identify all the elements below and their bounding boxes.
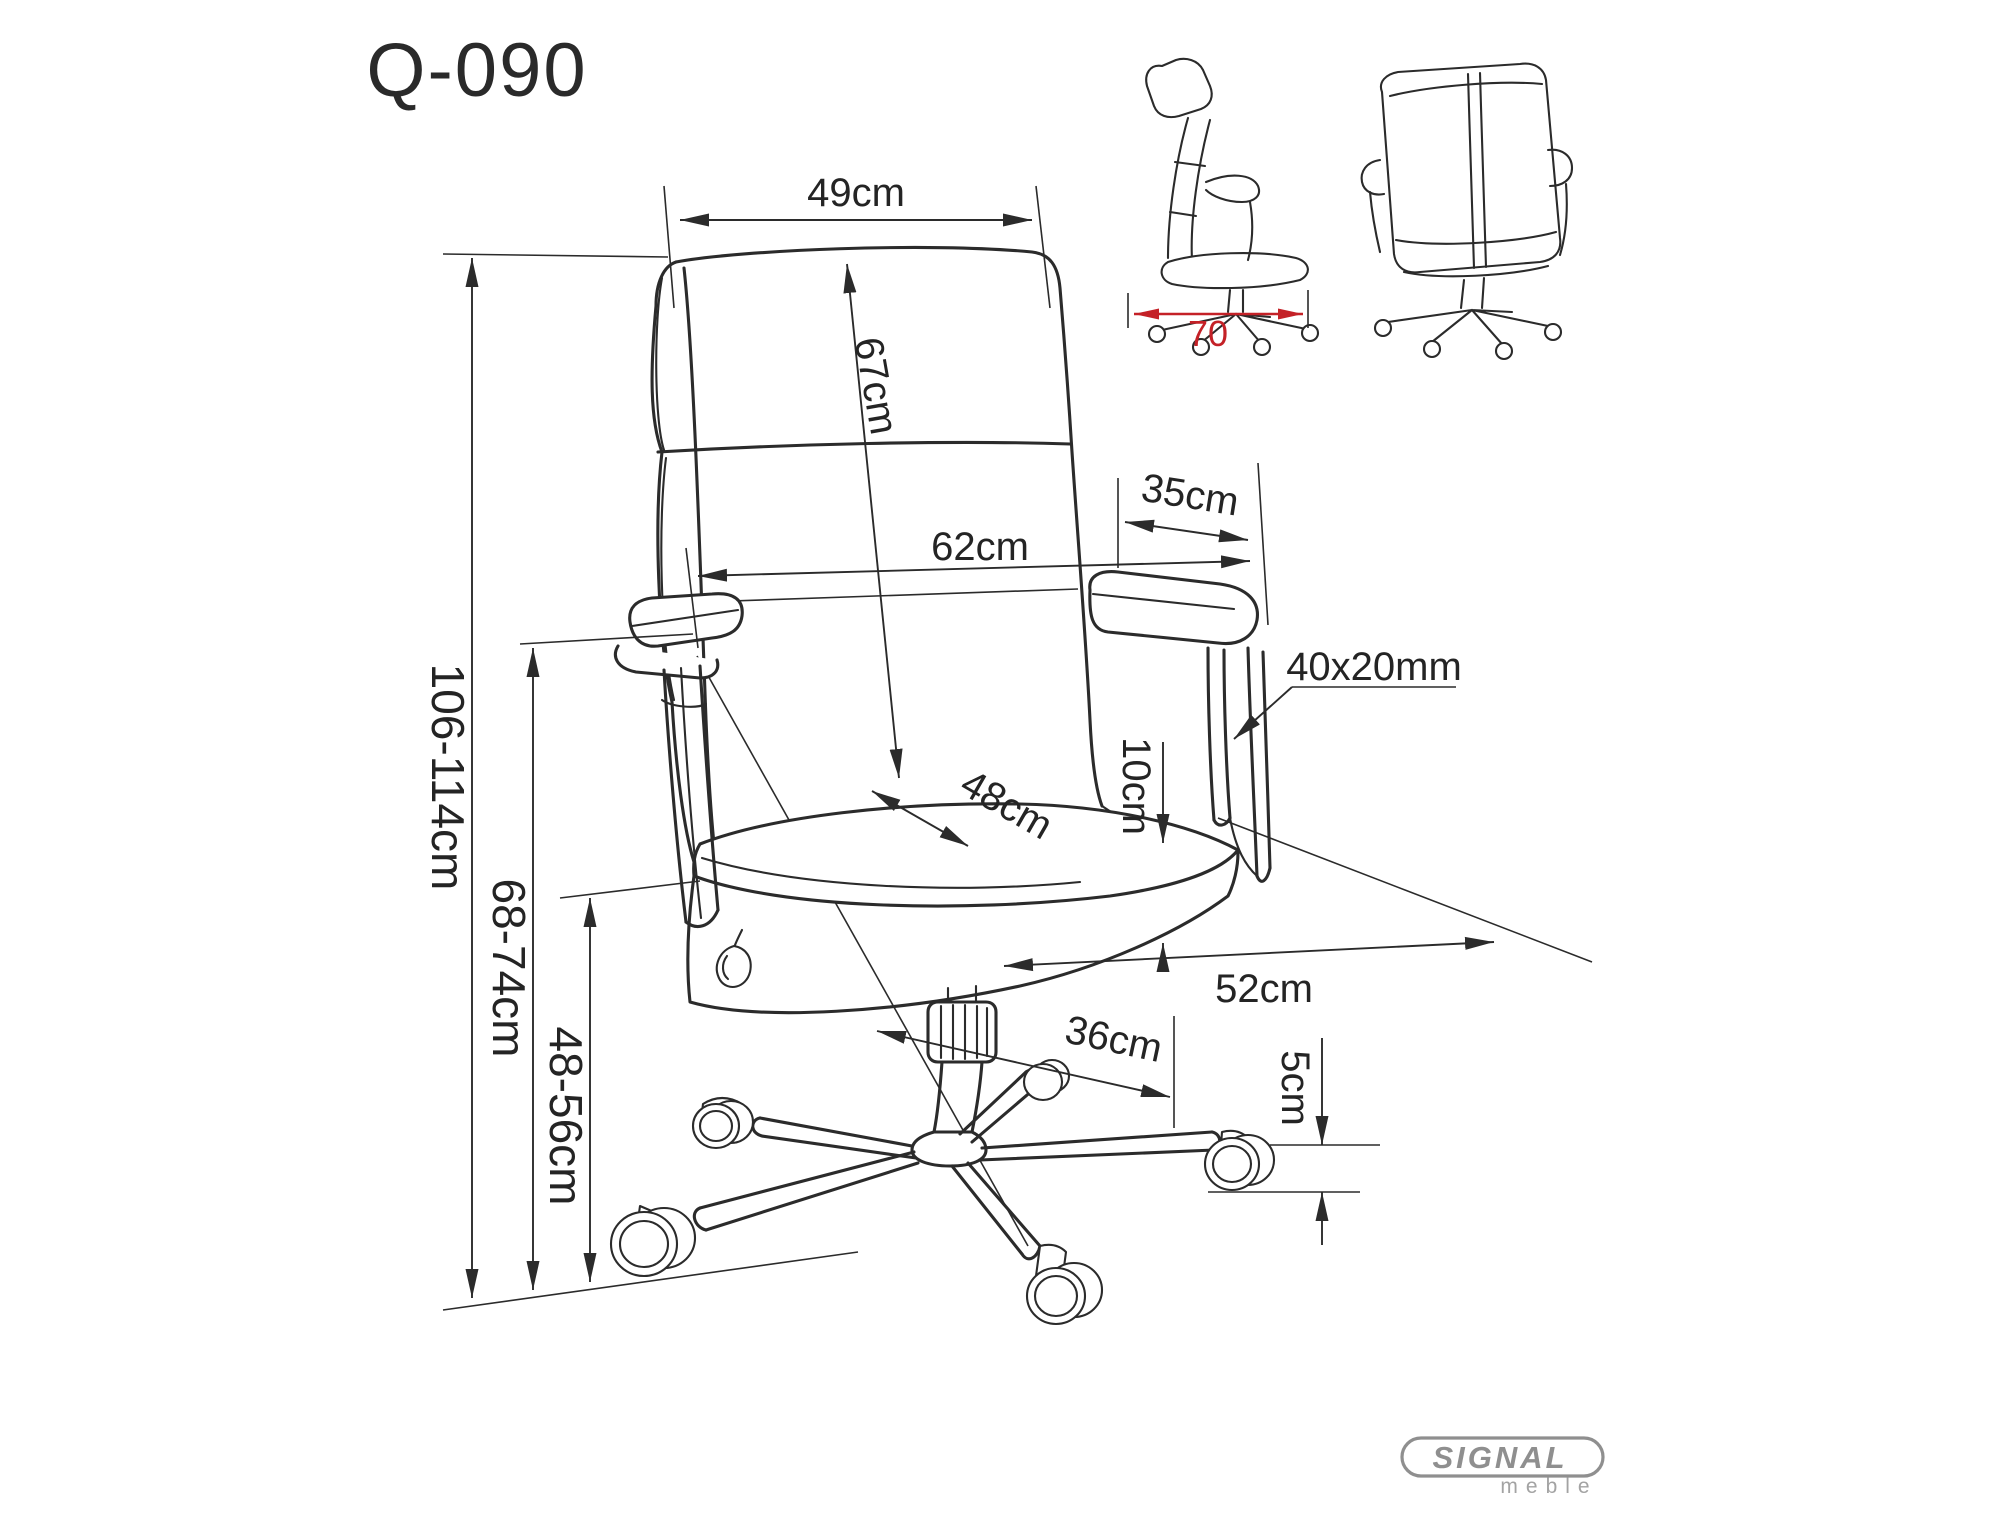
seat-width-label: 52cm — [1215, 967, 1313, 1011]
armrest-right — [1088, 570, 1272, 883]
dimension-annotations: 49cm 67cm 62cm 35cm 40x20mm 48cm — [422, 171, 1495, 1298]
backrest-height-label: 67cm — [846, 334, 906, 438]
thumbnail-back-view — [1360, 62, 1574, 361]
dim-footprint-depth: 70 — [1127, 290, 1309, 354]
dim-total-height: 106-114cm — [422, 253, 669, 1298]
seat-height-label: 48-56cm — [540, 1027, 592, 1206]
total-height-label: 106-114cm — [422, 664, 474, 891]
logo-brand-text: SIGNAL — [1432, 1440, 1567, 1475]
armrest-depth-label: 35cm — [1138, 466, 1241, 525]
logo-subtitle-text: meble — [1500, 1475, 1597, 1498]
dim-base-leg-reach: 36cm — [876, 1008, 1175, 1128]
gas-lift-column — [910, 984, 998, 1168]
caster-left — [609, 1204, 697, 1278]
armrest-left — [613, 592, 744, 929]
footprint-depth-label: 70 — [1188, 313, 1228, 354]
caster-right — [1203, 1129, 1276, 1192]
caster-size-label: 5cm — [1273, 1050, 1317, 1126]
total-width-label: 62cm — [931, 525, 1029, 569]
dim-seat-width: 52cm — [1003, 936, 1495, 1011]
perspective-guide-lines — [442, 588, 1593, 1311]
logo-outline — [1400, 1436, 1605, 1478]
armrest-section-label: 40x20mm — [1286, 645, 1462, 689]
backrest-width-label: 49cm — [807, 171, 905, 215]
armrest-height-label: 68-74cm — [483, 879, 535, 1058]
dim-armrest-depth: 35cm — [1117, 466, 1249, 568]
backrest — [650, 245, 1184, 864]
brand-logo: SIGNAL meble — [1400, 1436, 1605, 1498]
caster-front — [1025, 1243, 1104, 1326]
dim-backrest-height: 67cm — [843, 263, 906, 779]
dim-total-width: 62cm — [685, 462, 1269, 649]
model-title: Q-090 — [366, 28, 587, 113]
casters — [609, 1058, 1276, 1326]
base-leg-reach-label: 36cm — [1061, 1008, 1166, 1071]
seat-thickness-label: 10cm — [1114, 737, 1158, 835]
thumbnail-side-view — [1145, 57, 1320, 357]
dim-caster-size: 5cm — [1208, 1038, 1380, 1245]
caster-rear-left — [691, 1096, 755, 1150]
dim-backrest-width: 49cm — [663, 171, 1051, 309]
dim-armrest-height: 68-74cm — [483, 633, 694, 1290]
dim-seat-thickness: 10cm — [1114, 737, 1170, 972]
dim-seat-height: 48-56cm — [540, 880, 701, 1282]
dim-armrest-section: 40x20mm — [1233, 645, 1462, 740]
seat-underframe — [686, 850, 1240, 1015]
base-legs — [692, 1068, 1222, 1261]
